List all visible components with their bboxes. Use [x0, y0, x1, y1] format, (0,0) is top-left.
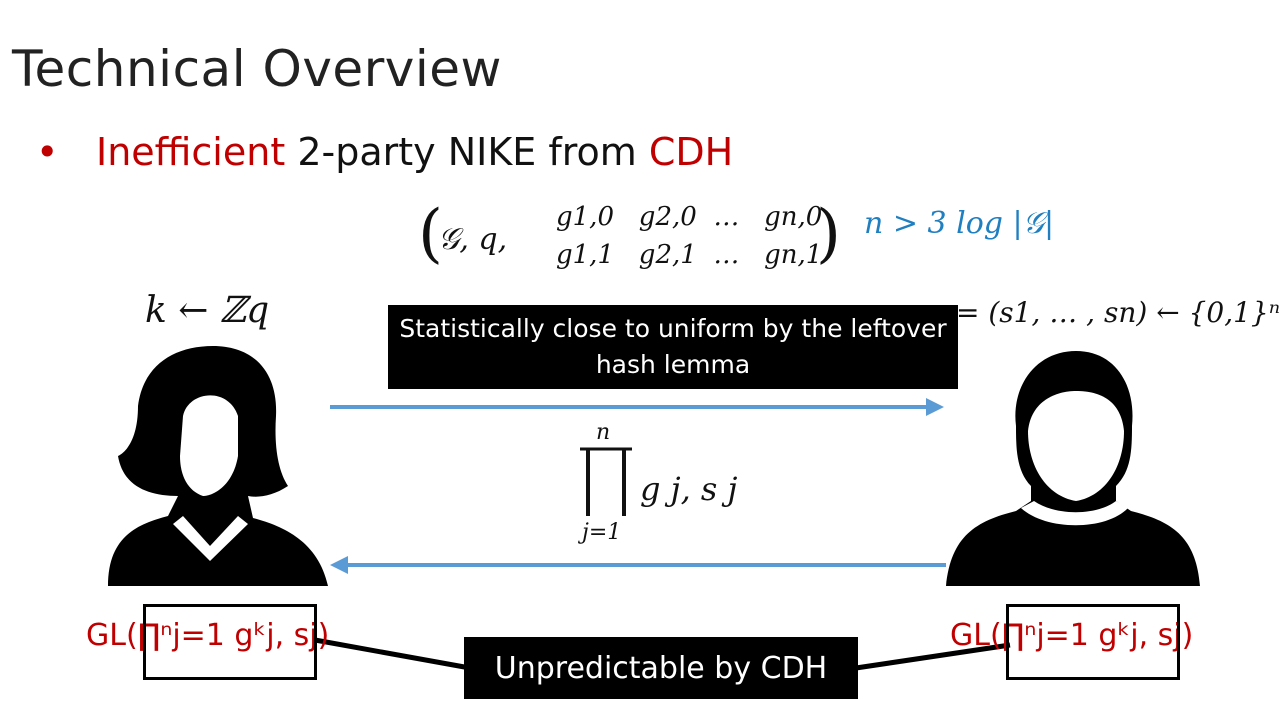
gl-left: GL(∏ⁿj=1 gᵏj, sj) — [86, 618, 330, 653]
bullet-word-middle: 2-party NIKE from — [285, 130, 649, 174]
bullet-word-inefficient: Inefficient — [96, 130, 286, 174]
gl-right-box — [1006, 604, 1180, 680]
product-upper: n — [596, 420, 611, 445]
man-avatar-icon — [946, 351, 1200, 586]
banner-leftover-hash: Statistically close to uniform by the le… — [388, 305, 958, 389]
bullet-item: • Inefficient 2-party NIKE from CDH — [36, 130, 733, 174]
gl-right: GL(∏ⁿj=1 gᵏj, sj) — [950, 618, 1194, 653]
left-paren: ( — [418, 197, 443, 271]
param-row-1: g1,1 g2,1 … gn,1 — [556, 240, 823, 270]
right-arrow-icon — [330, 398, 944, 416]
gl-left-box — [143, 604, 317, 680]
banner-unpredictable: Unpredictable by CDH — [464, 637, 858, 699]
right-paren: ) — [816, 197, 841, 271]
connector-left — [314, 637, 471, 671]
woman-avatar-icon — [108, 346, 328, 586]
left-sample: k ← ℤq — [145, 290, 270, 331]
product-symbol-icon — [580, 447, 632, 516]
product-lower: j=1 — [582, 520, 622, 545]
group-params: 𝒢, q, — [438, 222, 508, 257]
product-body: g j, s j — [640, 470, 738, 508]
connector-right — [855, 642, 1011, 671]
right-sample: = (s1, … , sn) ← {0,1}ⁿ — [956, 296, 1280, 329]
left-arrow-icon — [330, 556, 946, 574]
slide-title: Technical Overview — [12, 40, 502, 98]
bullet-word-cdh: CDH — [648, 130, 734, 174]
bullet-marker: • — [36, 130, 59, 174]
param-row-0: g1,0 g2,0 … gn,0 — [556, 202, 823, 232]
size-condition: n > 3 log |𝒢| — [864, 206, 1055, 241]
